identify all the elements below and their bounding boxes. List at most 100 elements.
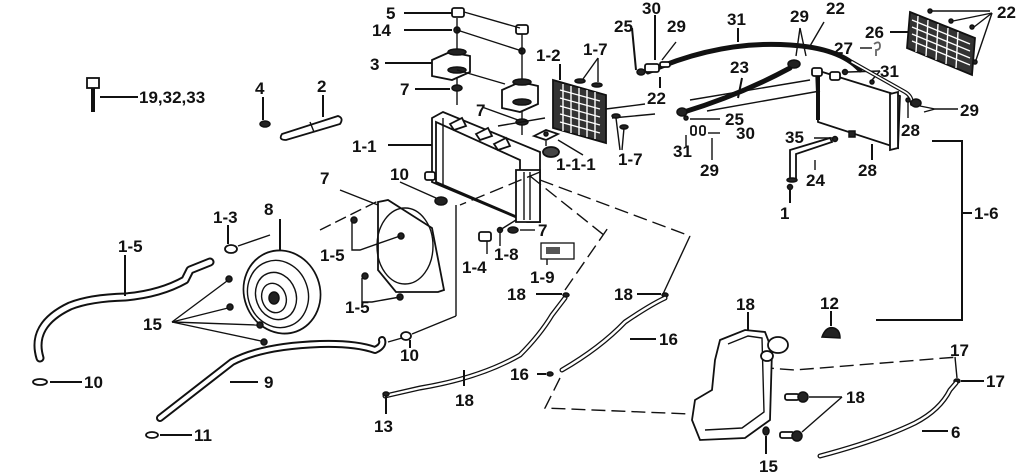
clamps-26 <box>795 27 958 113</box>
callout-5: 5 <box>386 4 395 23</box>
callout-15a: 15 <box>143 315 162 334</box>
screws-15a <box>171 275 268 346</box>
callout-1-6: 7 <box>320 169 329 188</box>
callout-31a: 29 <box>667 17 686 36</box>
callout-10a: 1-3 <box>213 208 238 227</box>
reservoir-12 <box>691 312 789 441</box>
callout-1-7a: 1-7 <box>583 40 608 59</box>
callout-2: 2 <box>317 77 326 96</box>
callout-7c: 10 <box>390 165 409 184</box>
callout-10c: 10 <box>400 346 419 365</box>
callout-34: 27 <box>834 39 853 58</box>
mount-hardware <box>385 7 546 135</box>
hose-9 <box>156 336 387 422</box>
fan-shroud-1-6 <box>319 189 446 293</box>
callout-21: 23 <box>730 58 749 77</box>
callout-13: 18 <box>455 391 474 410</box>
fitting-top-left <box>631 15 677 88</box>
group-bracket-1 <box>876 140 972 321</box>
callout-20: 6 <box>951 423 960 442</box>
bracket-35 <box>786 136 834 203</box>
clip-34 <box>860 41 881 56</box>
grommet-7c <box>399 181 448 206</box>
screw-25c <box>905 97 911 118</box>
callout-26a: 29 <box>790 7 809 26</box>
clamp-10c <box>387 205 457 348</box>
screws-1-5 <box>350 216 405 303</box>
clamp-11 <box>145 431 192 439</box>
screws-1-7 <box>574 57 656 151</box>
dashed-connections <box>459 171 959 415</box>
callout-29a: 22 <box>647 89 666 108</box>
fan-1-3 <box>242 219 322 335</box>
callout-1-9: 1-9 <box>530 268 555 287</box>
callout-1-1: 1-1 <box>352 137 377 156</box>
callout-17b: 17 <box>950 341 969 360</box>
callout-1-2: 1-2 <box>536 46 561 65</box>
clamp-10a <box>224 225 271 254</box>
label-1-9 <box>540 242 575 265</box>
callout-3: 3 <box>370 55 379 74</box>
callout-15b: 18 <box>846 388 865 407</box>
callout-28b: 35 <box>785 128 804 147</box>
callout-11: 11 <box>194 426 212 445</box>
callout-25b: 25 <box>725 110 744 129</box>
callout-7b: 7 <box>476 101 485 120</box>
pipe-21 <box>676 59 801 117</box>
callout-22b: 22 <box>826 0 845 18</box>
callout-28c: 1 <box>780 204 789 223</box>
callout-8: 1-5 <box>118 237 143 256</box>
grille-23 <box>890 10 976 77</box>
callout-7d: 7 <box>538 221 547 240</box>
callout-1-8: 1-8 <box>494 245 519 264</box>
callout-7a: 7 <box>400 80 409 99</box>
hose-16 <box>559 295 668 373</box>
oil-cooler-24 <box>689 67 901 160</box>
callout-9: 9 <box>264 373 273 392</box>
callout-30b: 30 <box>736 124 755 143</box>
fitting-mid <box>683 115 720 160</box>
callout-18c: 16 <box>510 365 529 384</box>
callout-18d: 13 <box>374 417 393 436</box>
callout-17a: 12 <box>820 294 839 313</box>
bracket-2 <box>279 95 343 141</box>
callout-25a: 25 <box>614 17 633 36</box>
bolt-19-32-33 <box>86 77 138 112</box>
callout-19-32-33: 19,32,33 <box>139 88 205 107</box>
callout-1-7b: 1-7 <box>618 150 643 169</box>
hose-20 <box>817 380 959 459</box>
callout-18b: 18 <box>614 285 633 304</box>
callout-1-4: 1-4 <box>462 258 487 277</box>
callout-14: 14 <box>372 21 391 40</box>
callout-1: 1-6 <box>974 204 999 223</box>
callout-1-1-1: 1-1-1 <box>556 155 596 174</box>
hose-13 <box>382 295 568 399</box>
hose-8 <box>33 255 215 363</box>
ref-17b <box>954 356 958 379</box>
callout-4: 4 <box>255 79 265 98</box>
callout-1-5b: 1-5 <box>345 298 370 317</box>
bolts-15b <box>779 391 843 442</box>
callout-35: 24 <box>806 171 825 190</box>
washer-6 <box>762 426 770 454</box>
callout-1-5a: 1-5 <box>320 246 345 265</box>
callout-6: 15 <box>759 457 778 476</box>
callout-26b: 29 <box>960 101 979 120</box>
callout-16: 16 <box>659 330 678 349</box>
callout-12: 18 <box>736 295 755 314</box>
callout-1-3: 8 <box>264 200 273 219</box>
callout-18e: 17 <box>986 372 1005 391</box>
clamp-10b <box>32 378 82 386</box>
callout-29b: 29 <box>700 161 719 180</box>
callout-27: 22 <box>997 3 1016 22</box>
callout-10b: 10 <box>84 373 103 392</box>
callout-25c: 28 <box>901 121 920 140</box>
grille-1-2 <box>552 64 607 145</box>
callout-30a: 30 <box>642 0 661 18</box>
callout-23: 26 <box>865 23 884 42</box>
screws-27 <box>927 8 993 65</box>
callout-24: 28 <box>858 161 877 180</box>
callout-22a: 31 <box>727 10 746 29</box>
callout-31b: 31 <box>673 142 692 161</box>
